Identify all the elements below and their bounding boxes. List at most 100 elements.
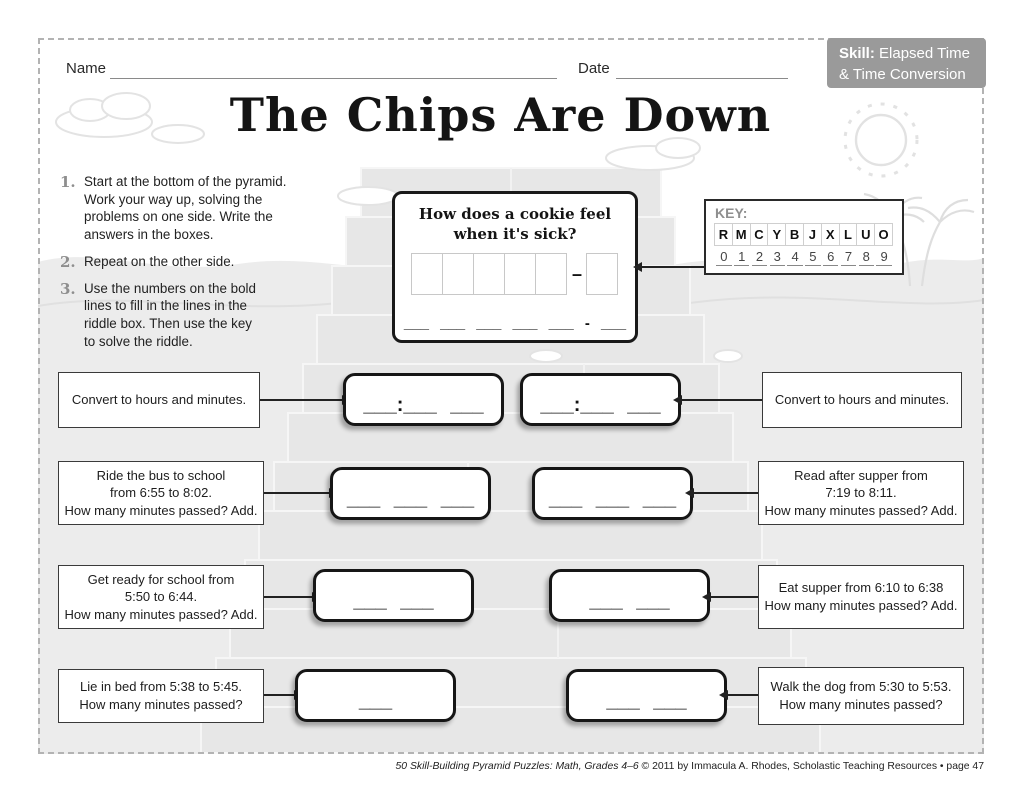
skill-text-2: & Time Conversion [839,66,966,83]
arrow-row1-right [681,399,762,402]
skill-text-1: Elapsed Time [874,45,970,62]
riddle-letter-box [472,253,505,295]
key-letter: J [802,223,822,246]
riddle-letter-box [441,253,474,295]
key-number: 4 [786,249,804,266]
instruction-item-2: 2. Repeat on the other side. [60,253,390,271]
key-number-text: 7 [840,249,857,266]
riddle-letter-box [410,253,443,295]
answer-box-row4-left: ___ [295,669,456,722]
answer-box-row4-right: ___ ___ [566,669,727,722]
page-title: The Chips Are Down [229,88,772,142]
instruction-text: Use the numbers on the bold lines to fil… [84,280,256,349]
footer-credit: 50 Skill-Building Pyramid Puzzles: Math,… [28,761,984,772]
key-letter: O [874,223,893,246]
key-number: 7 [840,249,858,266]
answer-blank: ___ ___ [606,690,687,712]
key-letter: U [856,223,876,246]
answer-box-row1-left: ___:___ ___ [343,373,504,426]
name-line [110,78,557,79]
answer-blank: ___ ___ [589,590,670,612]
instruction-number: 1. [60,173,76,191]
clue-box-row2-right: Read after supper from 7:19 to 8:11. How… [758,461,964,525]
key-letter: B [785,223,804,246]
riddle-answer-blanks: ___ ___ ___ ___ ___ - ___ [403,315,627,332]
instruction-item-1: 1. Start at the bottom of the pyramid. W… [60,173,390,244]
clue-box-row1-right: Convert to hours and minutes. [762,372,962,428]
key-letter: Y [767,223,787,246]
skill-badge: Skill: Elapsed Time & Time Conversion [827,38,986,88]
answer-blank: ___ ___ ___ [548,488,677,510]
footer-source-rest: © 2011 by Immacula A. Rhodes, Scholastic… [638,761,984,772]
key-number: 0 [715,249,733,266]
key-numbers-row: 0 1 2 3 4 5 6 7 8 9 [715,249,893,266]
key-number-text: 1 [734,249,750,266]
key-box: KEY: R M C Y B J X L U O 0 1 2 3 4 5 6 7… [704,199,904,275]
key-number-text: 9 [876,249,892,266]
answer-box-row2-left: ___ ___ ___ [330,467,491,520]
answer-blank: ___ ___ [353,590,434,612]
key-number-text: 6 [823,249,839,266]
riddle-letter-cells: – [395,253,635,295]
key-letter: M [731,223,751,246]
key-number-text: 3 [769,249,785,266]
arrow-row3-left [264,596,313,599]
skill-label: Skill: [839,45,875,62]
clue-box-row3-right: Eat supper from 6:10 to 6:38 How many mi… [758,565,964,629]
key-number: 3 [768,249,786,266]
key-letter: C [749,223,769,246]
arrow-row3-right [710,596,758,599]
instruction-text: Repeat on the other side. [84,253,235,269]
key-number: 2 [751,249,769,266]
clue-box-row2-left: Ride the bus to school from 6:55 to 8:02… [58,461,264,525]
footer-source-title: 50 Skill-Building Pyramid Puzzles: Math,… [395,761,639,772]
instruction-number: 2. [60,252,76,271]
answer-box-row3-left: ___ ___ [313,569,474,622]
arrow-row2-left [264,492,330,495]
key-number: 9 [875,249,893,266]
arrow-row4-right [727,694,758,697]
riddle-dash: – [571,263,582,284]
riddle-letter-box [534,253,567,295]
answer-blank: ___ ___ ___ [346,488,475,510]
key-letters-row: R M C Y B J X L U O [714,223,893,246]
key-letter: L [838,223,858,246]
key-number: 8 [857,249,875,266]
answer-box-row3-right: ___ ___ [549,569,710,622]
instruction-number: 3. [60,279,76,298]
date-label: Date [578,60,610,77]
key-number-text: 2 [751,249,768,266]
answer-blank: ___:___ ___ [363,394,484,416]
arrow-row1-left [260,399,343,402]
answer-blank: ___:___ ___ [540,394,661,416]
instruction-text: Start at the bottom of the pyramid. Work… [84,174,287,243]
key-number-text: 0 [716,249,732,266]
key-number-text: 5 [805,249,821,266]
instruction-item-3: 3. Use the numbers on the bold lines to … [60,280,390,351]
key-label: KEY: [715,205,748,221]
answer-blank: ___ [358,690,393,712]
arrow-row2-right [693,492,758,495]
skill-badge-line1: Skill: Elapsed Time [839,43,986,64]
answer-box-row1-right: ___:___ ___ [520,373,681,426]
riddle-letter-box [503,253,536,295]
date-line [616,78,788,79]
answer-box-row2-right: ___ ___ ___ [532,467,693,520]
key-letter: X [820,223,840,246]
riddle-letter-box [586,253,618,295]
key-number-text: 8 [858,249,874,266]
key-number-text: 4 [787,249,803,266]
clue-box-row1-left: Convert to hours and minutes. [58,372,260,428]
name-label: Name [66,60,107,77]
key-number: 5 [804,249,822,266]
cloud-icons [55,92,743,363]
instructions-list: 1. Start at the bottom of the pyramid. W… [60,173,390,360]
key-letter: R [714,223,733,246]
arrow-row4-left [264,694,295,697]
key-to-riddle-arrow [641,266,704,269]
clue-box-row4-left: Lie in bed from 5:38 to 5:45. How many m… [58,669,264,723]
key-number: 6 [822,249,840,266]
sun-icon [843,102,919,178]
riddle-box: How does a cookie feel when it's sick? –… [392,191,638,343]
